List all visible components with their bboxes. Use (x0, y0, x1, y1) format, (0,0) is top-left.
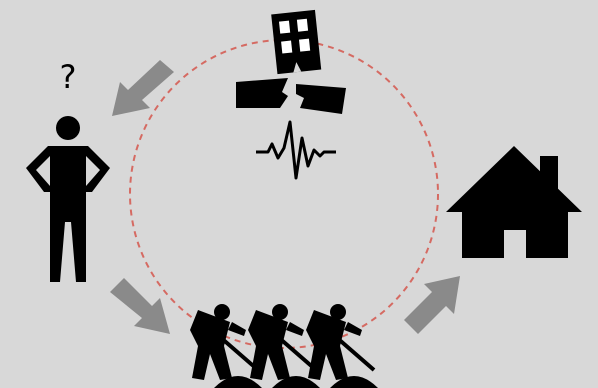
question-mark-icon: ? (60, 58, 77, 96)
